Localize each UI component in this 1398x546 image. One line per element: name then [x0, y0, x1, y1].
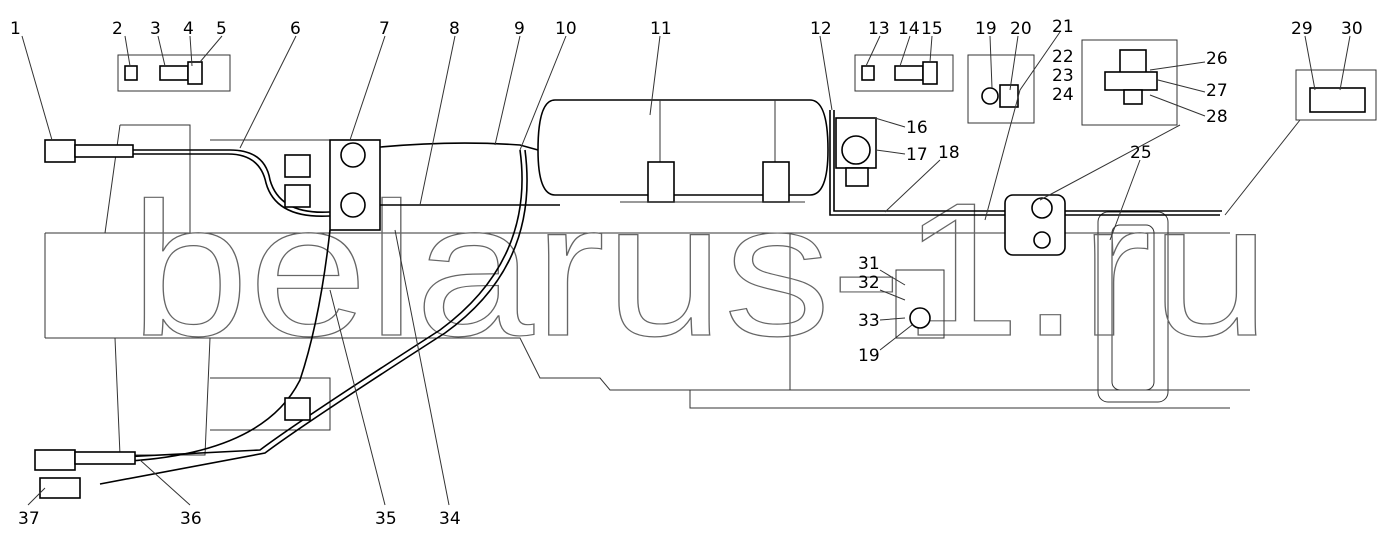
- callout-35: 35: [375, 509, 397, 529]
- callout-5: 5: [216, 19, 227, 39]
- callout-20: 20: [1010, 19, 1032, 39]
- callout-3: 3: [150, 19, 161, 39]
- detail-boxes: [117, 39, 1377, 339]
- callout-19b: 19: [858, 346, 880, 366]
- callout-6: 6: [290, 19, 301, 39]
- leader-lines: [21, 31, 1351, 506]
- callout-33: 33: [858, 311, 880, 331]
- pressure-regulator: [835, 117, 877, 187]
- watermark-text: belarus-1.ru: [130, 164, 1270, 376]
- callout-15: 15: [921, 19, 943, 39]
- callout-9: 9: [514, 19, 525, 39]
- callout-16: 16: [906, 118, 928, 138]
- callout-7: 7: [379, 19, 390, 39]
- callout-10: 10: [555, 19, 577, 39]
- callout-14: 14: [898, 19, 920, 39]
- callout-19: 19: [975, 19, 997, 39]
- callout-4: 4: [183, 19, 194, 39]
- air-pipes: [99, 110, 1222, 485]
- callout-1: 1: [10, 19, 21, 39]
- callout-11: 11: [650, 19, 672, 39]
- callout-28: 28: [1206, 107, 1228, 127]
- callout-30: 30: [1341, 19, 1363, 39]
- callout-25: 25: [1130, 143, 1152, 163]
- callout-22: 22: [1052, 47, 1074, 67]
- callout-31: 31: [858, 254, 880, 274]
- callout-12: 12: [810, 19, 832, 39]
- callout-27: 27: [1206, 81, 1228, 101]
- callout-labels: 1 2 3 4 5 6 7 8 9 10 11 12 13 14 15 16 1…: [10, 17, 1363, 529]
- compressor: [1004, 194, 1066, 256]
- callout-17: 17: [906, 145, 928, 165]
- callout-2: 2: [112, 19, 123, 39]
- air-receiver-tank: [537, 99, 829, 203]
- callout-18: 18: [938, 143, 960, 163]
- valve-block: [284, 139, 381, 421]
- callout-26: 26: [1206, 49, 1228, 69]
- couplings: [34, 139, 136, 499]
- callout-32: 32: [858, 273, 880, 293]
- callout-21: 21: [1052, 17, 1074, 37]
- callout-13: 13: [868, 19, 890, 39]
- callout-36: 36: [180, 509, 202, 529]
- callout-34: 34: [439, 509, 461, 529]
- callout-37: 37: [18, 509, 40, 529]
- callout-23: 23: [1052, 66, 1074, 86]
- callout-24: 24: [1052, 85, 1074, 105]
- callout-29: 29: [1291, 19, 1313, 39]
- callout-8: 8: [449, 19, 460, 39]
